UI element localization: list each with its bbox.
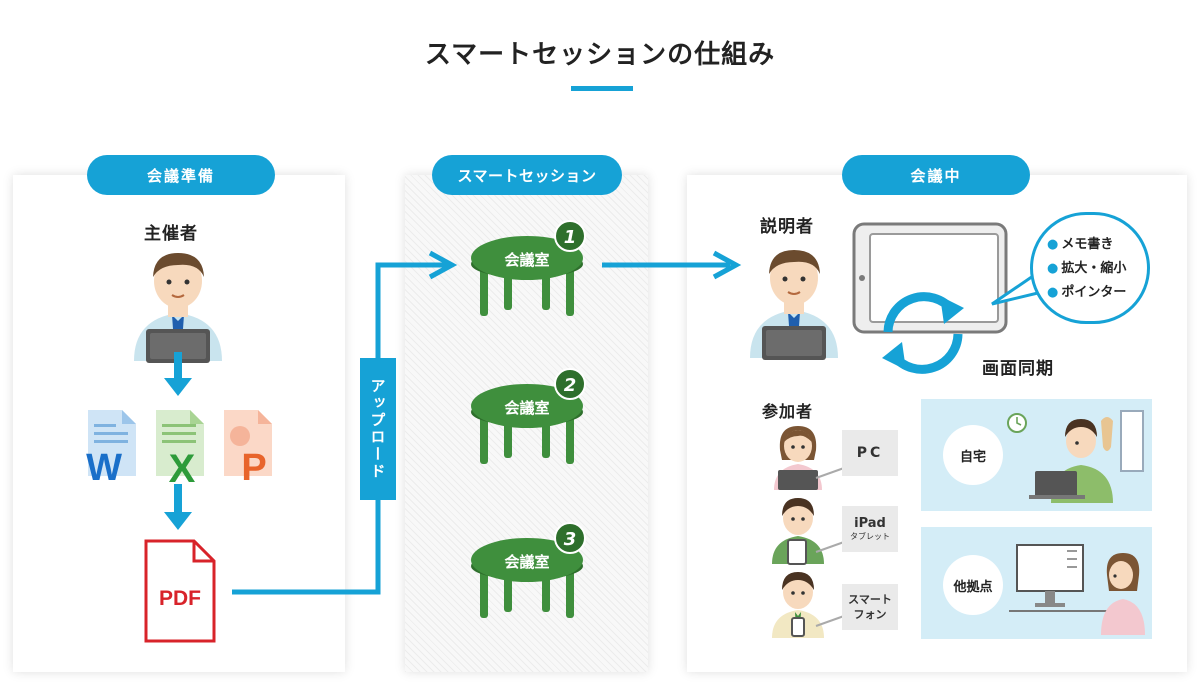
meeting-room-number: 1 <box>564 227 577 248</box>
meeting-room-3: 会議室 3 <box>471 522 586 618</box>
device-label: スマート <box>848 593 892 606</box>
pdf-label: PDF <box>159 587 201 610</box>
meeting-room-number: 3 <box>564 529 577 550</box>
feature-text: メモ書き <box>1061 237 1114 252</box>
home-label: 自宅 <box>943 425 1003 485</box>
word-file-icon: W <box>86 410 136 489</box>
meeting-room-label: 会議室 <box>504 251 549 269</box>
meeting-room-1: 会議室 1 <box>471 220 586 316</box>
other-location-label: 他拠点 <box>943 555 1003 615</box>
title-underline <box>571 86 633 91</box>
meeting-room-label: 会議室 <box>504 399 549 417</box>
device-sublabel: タブレット <box>850 532 890 541</box>
sync-icon <box>882 292 964 374</box>
feature-text: ポインター <box>1061 285 1127 300</box>
bubble-tail <box>991 272 1043 306</box>
device-tablet: iPad タブレット <box>842 506 898 552</box>
other-location-scene: 他拠点 <box>921 527 1152 639</box>
organizer-person-icon <box>134 253 222 363</box>
meeting-room-number: 2 <box>564 375 577 396</box>
feature-item: ●ポインター <box>1047 285 1127 300</box>
down-arrow-icon <box>164 484 192 530</box>
device-smartphone: スマート フォン <box>842 584 898 630</box>
participant-smartphone-icon <box>772 572 824 638</box>
down-arrow-icon <box>164 352 192 396</box>
stage-smart-session-pill: スマートセッション <box>432 155 622 195</box>
device-label: PC <box>856 445 884 461</box>
connector-line <box>815 541 845 553</box>
home-person-icon <box>1007 410 1144 503</box>
participant-tablet-icon <box>772 498 824 565</box>
upload-label: アップロード <box>360 358 396 500</box>
stage-prepare-pill: 会議準備 <box>87 155 275 195</box>
organizer-label: 主催者 <box>144 224 198 244</box>
word-letter: W <box>86 447 122 489</box>
stage-meeting-pill: 会議中 <box>842 155 1030 195</box>
presenter-label: 説明者 <box>760 217 814 237</box>
sync-label: 画面同期 <box>982 359 1054 379</box>
meeting-room-2: 会議室 2 <box>471 368 586 464</box>
page-title: スマートセッションの仕組み <box>424 40 776 70</box>
excel-file-icon: X <box>156 410 204 491</box>
connector-line <box>815 467 845 479</box>
feature-item: ●メモ書き <box>1047 237 1114 252</box>
feature-item: ●拡大・縮小 <box>1047 261 1127 276</box>
excel-letter: X <box>169 447 196 491</box>
features-bubble: ●メモ書き ●拡大・縮小 ●ポインター <box>1030 212 1150 324</box>
meeting-room-label: 会議室 <box>504 553 549 571</box>
home-scene: 自宅 <box>921 399 1152 511</box>
device-pc: PC <box>842 430 898 476</box>
pdf-file-icon: PDF <box>144 539 216 643</box>
powerpoint-letter: P <box>241 447 266 489</box>
device-label: iPad <box>854 516 886 531</box>
powerpoint-file-icon: P <box>224 410 272 489</box>
presenter-person-icon <box>750 250 838 360</box>
device-sublabel: フォン <box>853 608 887 621</box>
participants-label: 参加者 <box>762 402 814 421</box>
office-person-icon <box>1009 544 1145 635</box>
feature-text: 拡大・縮小 <box>1061 261 1127 276</box>
connector-line <box>815 615 845 627</box>
participant-pc-icon <box>774 426 822 490</box>
